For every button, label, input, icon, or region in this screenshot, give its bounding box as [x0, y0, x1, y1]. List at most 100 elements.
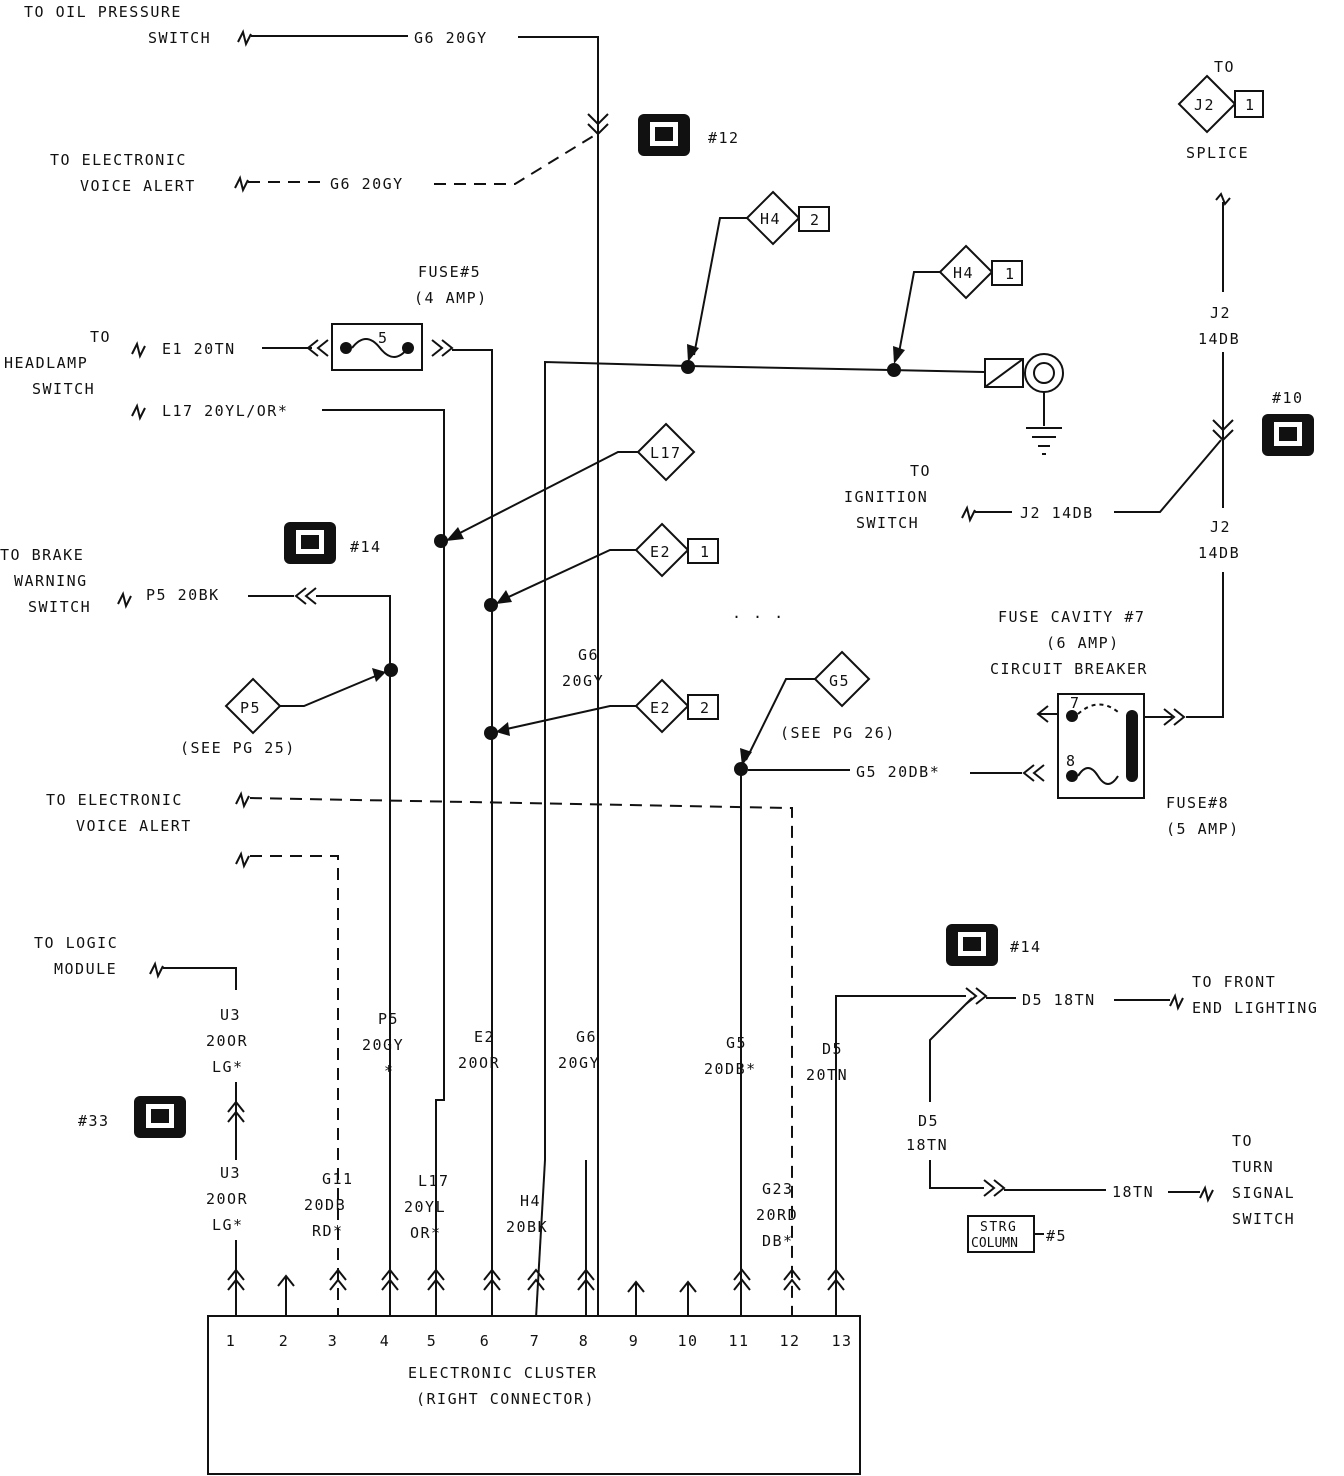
pointer-e2-2: [501, 705, 636, 731]
g23-label-2: 20RD: [756, 1206, 798, 1224]
ign-switch-label: SWITCH: [856, 514, 919, 532]
u3b-label-3: LG*: [212, 1216, 244, 1234]
splice-dot: [681, 360, 695, 374]
e1-wire-label: E1 20TN: [162, 340, 236, 358]
arrow-icon: [496, 722, 510, 736]
fuse-element-icon: [351, 338, 409, 358]
wire-g23-dashed: [249, 797, 793, 1318]
connector-chevron-icon: [294, 587, 317, 605]
ground-14b-icon: [946, 924, 998, 966]
front-end-label: END LIGHTING: [1192, 999, 1318, 1017]
l17-tag: [636, 422, 696, 482]
connector-chevron-icon: [431, 339, 454, 357]
connector-chevron-icon: [1144, 708, 1186, 726]
splice-label: SPLICE: [1186, 144, 1249, 162]
p5v-label-2: 20GY: [362, 1036, 404, 1054]
pin-number: 10: [677, 1332, 698, 1350]
p5-wire-label: P5 20BK: [146, 586, 220, 604]
wire-break-icon: [235, 791, 250, 809]
headlamp-label: HEADLAMP: [4, 354, 88, 372]
ground-12-label: #12: [708, 129, 740, 147]
e2v-label-2: 20OR: [458, 1054, 500, 1072]
wire-j2-ign: [1114, 439, 1222, 513]
g6v-label-2: 20GY: [558, 1054, 600, 1072]
u3b-label-2: 20OR: [206, 1190, 248, 1208]
eva2-alert-label: VOICE ALERT: [76, 817, 192, 835]
cluster-title: ELECTRONIC CLUSTER: [408, 1364, 598, 1382]
j2a-label-1: J2: [1210, 304, 1231, 322]
ground-12-icon: [638, 114, 690, 156]
ground-14-icon: [284, 522, 336, 564]
ground-lamp-icon: [984, 353, 1064, 455]
h4-tag-2: [745, 190, 801, 246]
circuit-breaker-label: CIRCUIT BREAKER: [990, 660, 1148, 678]
pin-number: 8: [579, 1332, 590, 1350]
splice-dot: [484, 598, 498, 612]
wire-break-icon: [117, 591, 132, 609]
g11-label-2: 20DB: [304, 1196, 346, 1214]
headlamp-to: TO: [90, 328, 111, 346]
g5-tag-label: G5: [829, 672, 850, 690]
d5v-label-2: 20TN: [806, 1066, 848, 1084]
e2-tag-2: [634, 678, 690, 734]
g5v-label-2: 20DB*: [704, 1060, 757, 1078]
brake-warning-label: WARNING: [14, 572, 88, 590]
wire-break-icon: [131, 403, 146, 421]
pin-number: 13: [831, 1332, 852, 1350]
fuse-cavity-7: FUSE CAVITY #7: [998, 608, 1145, 626]
ground-10-label: #10: [1272, 389, 1304, 407]
p5v-label-1: P5: [378, 1010, 399, 1028]
tn18-label: 18TN: [1112, 1183, 1154, 1201]
cavity-7-num: 7: [1070, 694, 1081, 712]
pin-chevrons: [227, 1160, 845, 1318]
j2-tag-box: [1234, 90, 1264, 118]
p5v-label-3: *: [384, 1062, 395, 1080]
splice-dot: [484, 726, 498, 740]
wire-break-icon: [131, 341, 146, 359]
connector-chevron-icon: [1212, 419, 1234, 442]
pointer-p5: [280, 674, 379, 707]
see-pg26: (SEE PG 26): [780, 724, 896, 742]
strg-label: STRG: [980, 1220, 1017, 1235]
u3-label-2: 20OR: [206, 1032, 248, 1050]
d5b-label-2: 18TN: [906, 1136, 948, 1154]
wire-d5-lower: [929, 1160, 984, 1189]
j2-tag-label: J2: [1194, 96, 1215, 114]
strg-column-box: [967, 1215, 1035, 1253]
pin-number: 4: [380, 1332, 391, 1350]
g23-label-1: G23: [762, 1180, 794, 1198]
g11-label-3: RD*: [312, 1222, 344, 1240]
ground-33-label: #33: [78, 1112, 110, 1130]
connector-chevron-icon: [1022, 764, 1045, 782]
arrow-icon: [446, 527, 464, 541]
h4-tag-2-num: 2: [810, 211, 821, 229]
pin-number: 3: [328, 1332, 339, 1350]
arrow-icon: [893, 346, 905, 364]
g6-eva-wire-label: G6 20GY: [330, 175, 404, 193]
cavity-8-num: 8: [1066, 752, 1077, 770]
turn-to-label: TO: [1232, 1132, 1253, 1150]
fuse-element-icon: [1077, 767, 1119, 785]
l17-tag-label: L17: [650, 444, 682, 462]
j2b-label-1: J2: [1210, 518, 1231, 536]
wire-e2-main: [452, 349, 493, 1318]
wire-p5-main: [316, 595, 391, 1318]
front-to-label: TO FRONT: [1192, 973, 1276, 991]
h4-tag-2-label: H4: [760, 210, 781, 228]
pointer-e2-1: [501, 549, 636, 601]
j2-ign-label: J2 14DB: [1020, 504, 1094, 522]
h4-tag-1: [938, 244, 994, 300]
wire-l17-main: [322, 409, 445, 1318]
splice-dot: [887, 363, 901, 377]
connector-chevron-icon: [227, 1100, 245, 1123]
j2b-label-2: 14DB: [1198, 544, 1240, 562]
e2-tag-2-num: 2: [700, 699, 711, 717]
e2v-label-1: E2: [474, 1028, 495, 1046]
pointer-h4-1: [897, 271, 940, 359]
logic-module-label: MODULE: [54, 960, 117, 978]
turn-turn-label: TURN: [1232, 1158, 1274, 1176]
eva1-to-label: TO ELECTRONIC: [50, 151, 187, 169]
wire-break-icon: [1169, 993, 1184, 1011]
h4v-label-2: 20BK: [506, 1218, 548, 1236]
breaker-terminal: [1066, 770, 1078, 782]
